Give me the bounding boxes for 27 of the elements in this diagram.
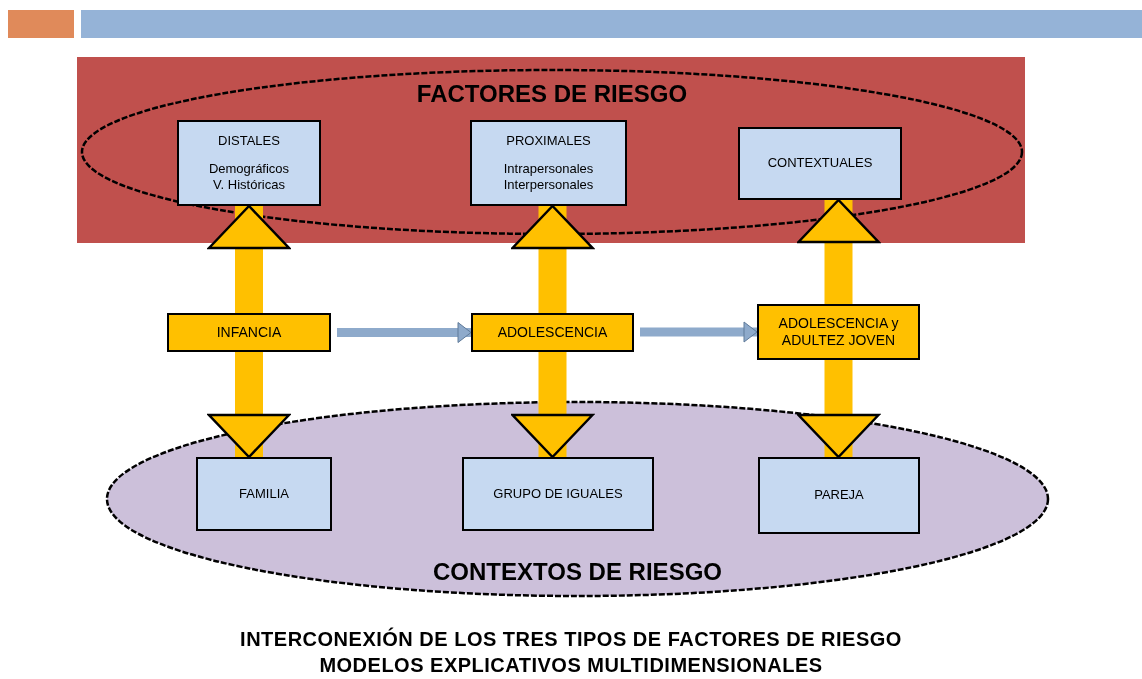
box-text: Demográficos V. Históricas [207, 160, 291, 194]
box-text: Intrapersonales Interpersonales [502, 160, 595, 194]
arrow [337, 322, 472, 343]
block-arrow [797, 360, 880, 459]
box-text: CONTEXTUALES [767, 155, 873, 172]
arrow [640, 321, 758, 343]
stage-box: INFANCIA [167, 313, 331, 352]
box-text: GRUPO DE IGUALES [493, 485, 623, 503]
block-arrow [797, 198, 880, 304]
factor-box [177, 120, 321, 206]
box-text: PROXIMALES [506, 132, 591, 149]
box-text: DISTALES [218, 132, 280, 149]
factor-box [462, 457, 654, 531]
group-title: FACTORES DE RIESGO [416, 79, 688, 109]
box-text: PAREJA [814, 487, 864, 504]
factor-box [758, 457, 920, 534]
box-text: FAMILIA [239, 485, 289, 503]
factor-box [470, 120, 627, 206]
block-arrow [511, 204, 594, 313]
factor-box [738, 127, 902, 200]
block-arrow [511, 352, 594, 459]
group-title: CONTEXTOS DE RIESGO [433, 557, 722, 587]
caption: INTERCONEXIÓN DE LOS TRES TIPOS DE FACTORES DE RIESGO MODELOS EXPLICATIVOS MULTIDIMENSIONALES [239, 626, 903, 678]
stage-box: ADOLESCENCIA [471, 313, 634, 352]
factor-box [196, 457, 332, 531]
stage-box: ADOLESCENCIA y ADULTEZ JOVEN [757, 304, 920, 360]
block-arrow [207, 204, 291, 313]
